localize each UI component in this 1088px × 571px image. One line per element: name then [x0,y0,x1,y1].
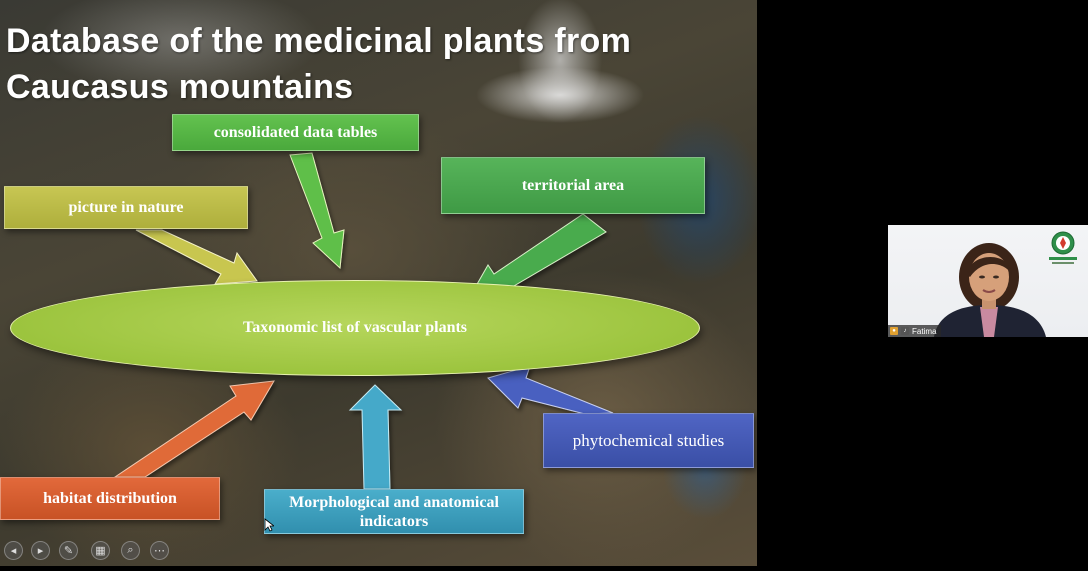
participant-name: Fatima [912,326,937,336]
arrow-consolidated [289,152,345,270]
slide-title-line1: Database of the medicinal plants from [6,22,632,60]
more-icon[interactable]: ⋯ [150,541,169,560]
arrow-phytochemical [487,365,614,415]
arrow-picture [135,229,258,285]
box-picture-in-nature: picture in nature [4,186,248,229]
box-territorial-area: territorial area [441,157,705,214]
participant-name-tag: ● ♪ Fatima [888,325,942,337]
participant-video [934,243,1046,337]
microphone-icon[interactable]: ♪ [901,327,909,335]
arrow-habitat [113,380,275,478]
box-label: territorial area [521,176,625,194]
zoom-icon[interactable]: ⌕ [121,541,140,560]
webcam-tile[interactable]: ● ♪ Fatima [888,225,1088,337]
center-ellipse: Taxonomic list of vascular plants [10,280,700,376]
box-phytochemical-studies: phytochemical studies [543,413,754,468]
participant-icon: ● [890,327,898,335]
next-icon[interactable]: ▸ [31,541,50,560]
box-label: habitat distribution [43,489,177,507]
box-label: picture in nature [68,198,184,216]
box-habitat-distribution: habitat distribution [0,477,220,520]
pen-icon[interactable]: ✎ [59,541,78,560]
box-label: Morphological and anatomical indicators [289,493,499,530]
slide-title-line2: Caucasus mountains [6,68,354,106]
box-morphological-indicators: Morphological and anatomical indicators [264,489,524,534]
box-label: phytochemical studies [572,430,725,450]
slide-title: Database of the medicinal plants from Ca… [6,18,631,110]
box-label: consolidated data tables [213,123,378,141]
box-consolidated-data-tables: consolidated data tables [172,114,419,151]
slides-grid-icon[interactable]: ▦ [91,541,110,560]
previous-icon[interactable]: ◂ [4,541,23,560]
center-label: Taxonomic list of vascular plants [242,319,468,336]
arrow-morphological [348,384,403,490]
connector-arrows [113,152,614,490]
presentation-slide: Database of the medicinal plants from Ca… [0,0,757,566]
organization-logo-icon [1049,231,1077,264]
mouse-cursor-icon [264,518,274,532]
